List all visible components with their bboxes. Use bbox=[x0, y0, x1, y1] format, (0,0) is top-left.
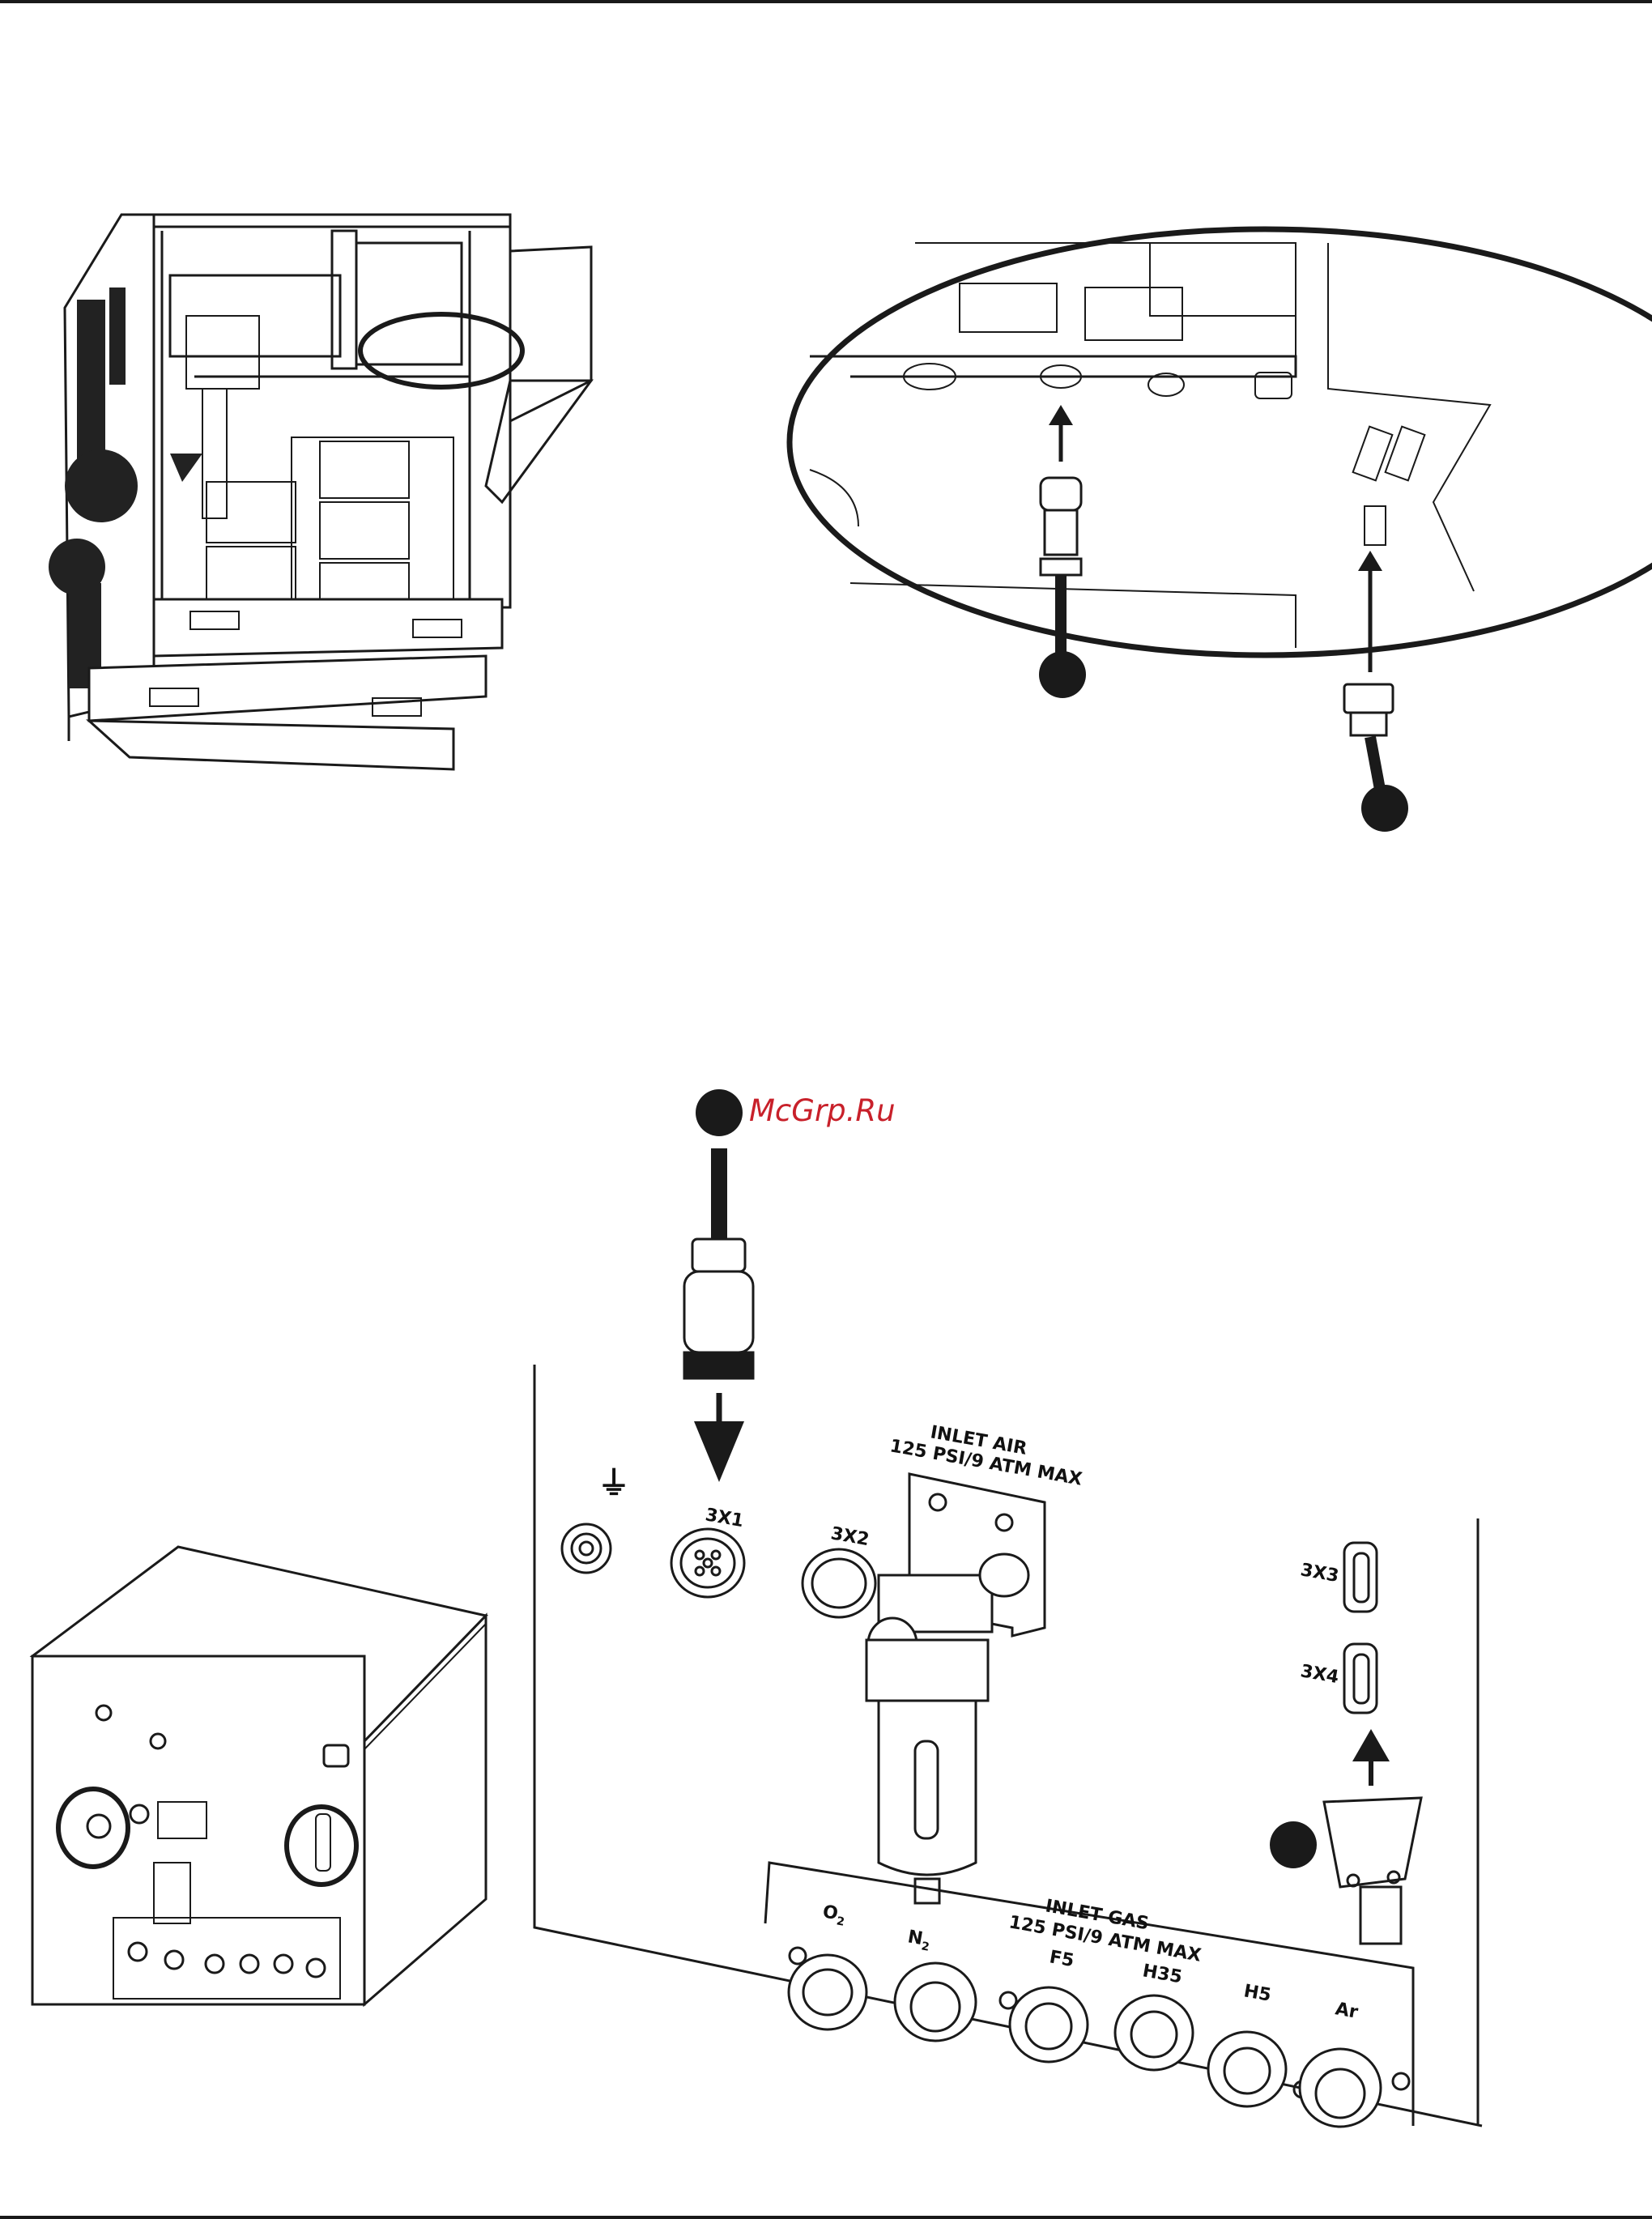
port-label-3x2: 3X2 bbox=[829, 1523, 871, 1550]
receptacle-3x1 bbox=[671, 1529, 744, 1597]
watermark-text: McGrp.Ru bbox=[749, 1093, 896, 1128]
callout-marker-3 bbox=[696, 1089, 743, 1136]
dsub-plug bbox=[1324, 1798, 1421, 1944]
zoom-detail-illustration bbox=[790, 229, 1652, 832]
receptacle-3x3 bbox=[1344, 1543, 1377, 1612]
callout-marker-4 bbox=[1270, 1821, 1317, 1868]
port-label-3x1: 3X1 bbox=[704, 1505, 745, 1531]
gas-label-h35: H35 bbox=[1141, 1961, 1184, 1987]
gas-label-f5: F5 bbox=[1048, 1947, 1075, 1971]
callout-marker-2 bbox=[1361, 785, 1408, 832]
ground-stud bbox=[562, 1524, 611, 1573]
cabinet-rear-illustration bbox=[32, 1547, 486, 2004]
cabinet-open-illustration bbox=[49, 215, 591, 769]
port-label-3x3: 3X3 bbox=[1299, 1560, 1340, 1587]
gas-label-n2: N2 bbox=[905, 1927, 932, 1953]
rear-panel-detail bbox=[534, 1089, 1482, 2127]
gas-fittings bbox=[789, 1948, 1409, 2127]
receptacle-3x4 bbox=[1344, 1644, 1377, 1713]
port-label-3x4: 3X4 bbox=[1299, 1661, 1340, 1688]
gas-label-o2: O2 bbox=[820, 1902, 847, 1929]
gas-label-ar: Ar bbox=[1334, 1999, 1360, 2022]
circular-plug bbox=[684, 1148, 753, 1378]
receptacle-3x2 bbox=[803, 1549, 875, 1617]
callout-marker-1 bbox=[1039, 651, 1086, 698]
gas-label-h5: H5 bbox=[1242, 1981, 1273, 2005]
air-filter-regulator bbox=[866, 1474, 1045, 1903]
ground-symbol: ⏚ bbox=[598, 1465, 630, 1502]
